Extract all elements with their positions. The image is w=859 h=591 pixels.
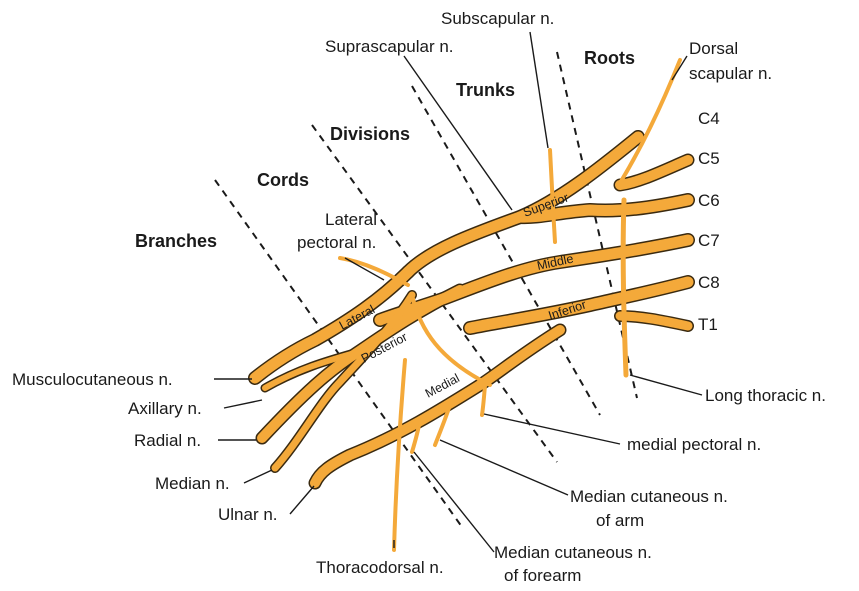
label-axillary: Axillary n. [128, 399, 202, 418]
trunk-label-inferior: Inferior [547, 298, 588, 323]
header-roots: Roots [584, 48, 635, 68]
label-dorsal-scapular-line1: Dorsal [689, 39, 738, 58]
label-median-cut-arm-line1: Median cutaneous n. [570, 487, 728, 506]
leader-axillary [224, 400, 262, 408]
root-label-c8: C8 [698, 273, 720, 292]
leader-medial-pectoral [484, 414, 620, 444]
header-cords: Cords [257, 170, 309, 190]
leader-long-thoracic [630, 375, 702, 395]
root-label-c6: C6 [698, 191, 720, 210]
header-divisions: Divisions [330, 124, 410, 144]
label-lateral-pectoral-line2: pectoral n. [297, 233, 376, 252]
label-median-cut-arm-line2: of arm [596, 511, 644, 530]
zone-dividers [215, 52, 637, 527]
root-label-c5: C5 [698, 149, 720, 168]
root-label-c4: C4 [698, 109, 720, 128]
nerve-fills [255, 60, 688, 550]
label-dorsal-scapular-line2: scapular n. [689, 64, 772, 83]
header-trunks: Trunks [456, 80, 515, 100]
label-subscapular: Subscapular n. [441, 9, 554, 28]
leader-median-cut-forearm [414, 452, 494, 552]
label-suprascapular: Suprascapular n. [325, 37, 454, 56]
leader-median-cut-arm [440, 440, 568, 495]
label-musculocutaneous: Musculocutaneous n. [12, 370, 173, 389]
leader-median [244, 470, 272, 483]
label-median: Median n. [155, 474, 230, 493]
leader-ulnar [290, 486, 314, 514]
label-radial: Radial n. [134, 431, 201, 450]
lateral-pectoral-nerve [340, 258, 408, 285]
thoracodorsal-nerve [394, 360, 405, 550]
leader-subscapular [530, 32, 548, 148]
root-label-t1: T1 [698, 315, 718, 334]
label-ulnar: Ulnar n. [218, 505, 278, 524]
root-label-c7: C7 [698, 231, 720, 250]
label-medial-pectoral: medial pectoral n. [627, 435, 761, 454]
label-thoracodorsal: Thoracodorsal n. [316, 558, 444, 577]
label-median-cut-forearm-line1: Median cutaneous n. [494, 543, 652, 562]
label-long-thoracic: Long thoracic n. [705, 386, 826, 405]
header-branches: Branches [135, 231, 217, 251]
long-thoracic-nerve [623, 200, 626, 375]
label-median-cut-forearm-line2: of forearm [504, 566, 581, 585]
label-lateral-pectoral-line1: Lateral [325, 210, 377, 229]
